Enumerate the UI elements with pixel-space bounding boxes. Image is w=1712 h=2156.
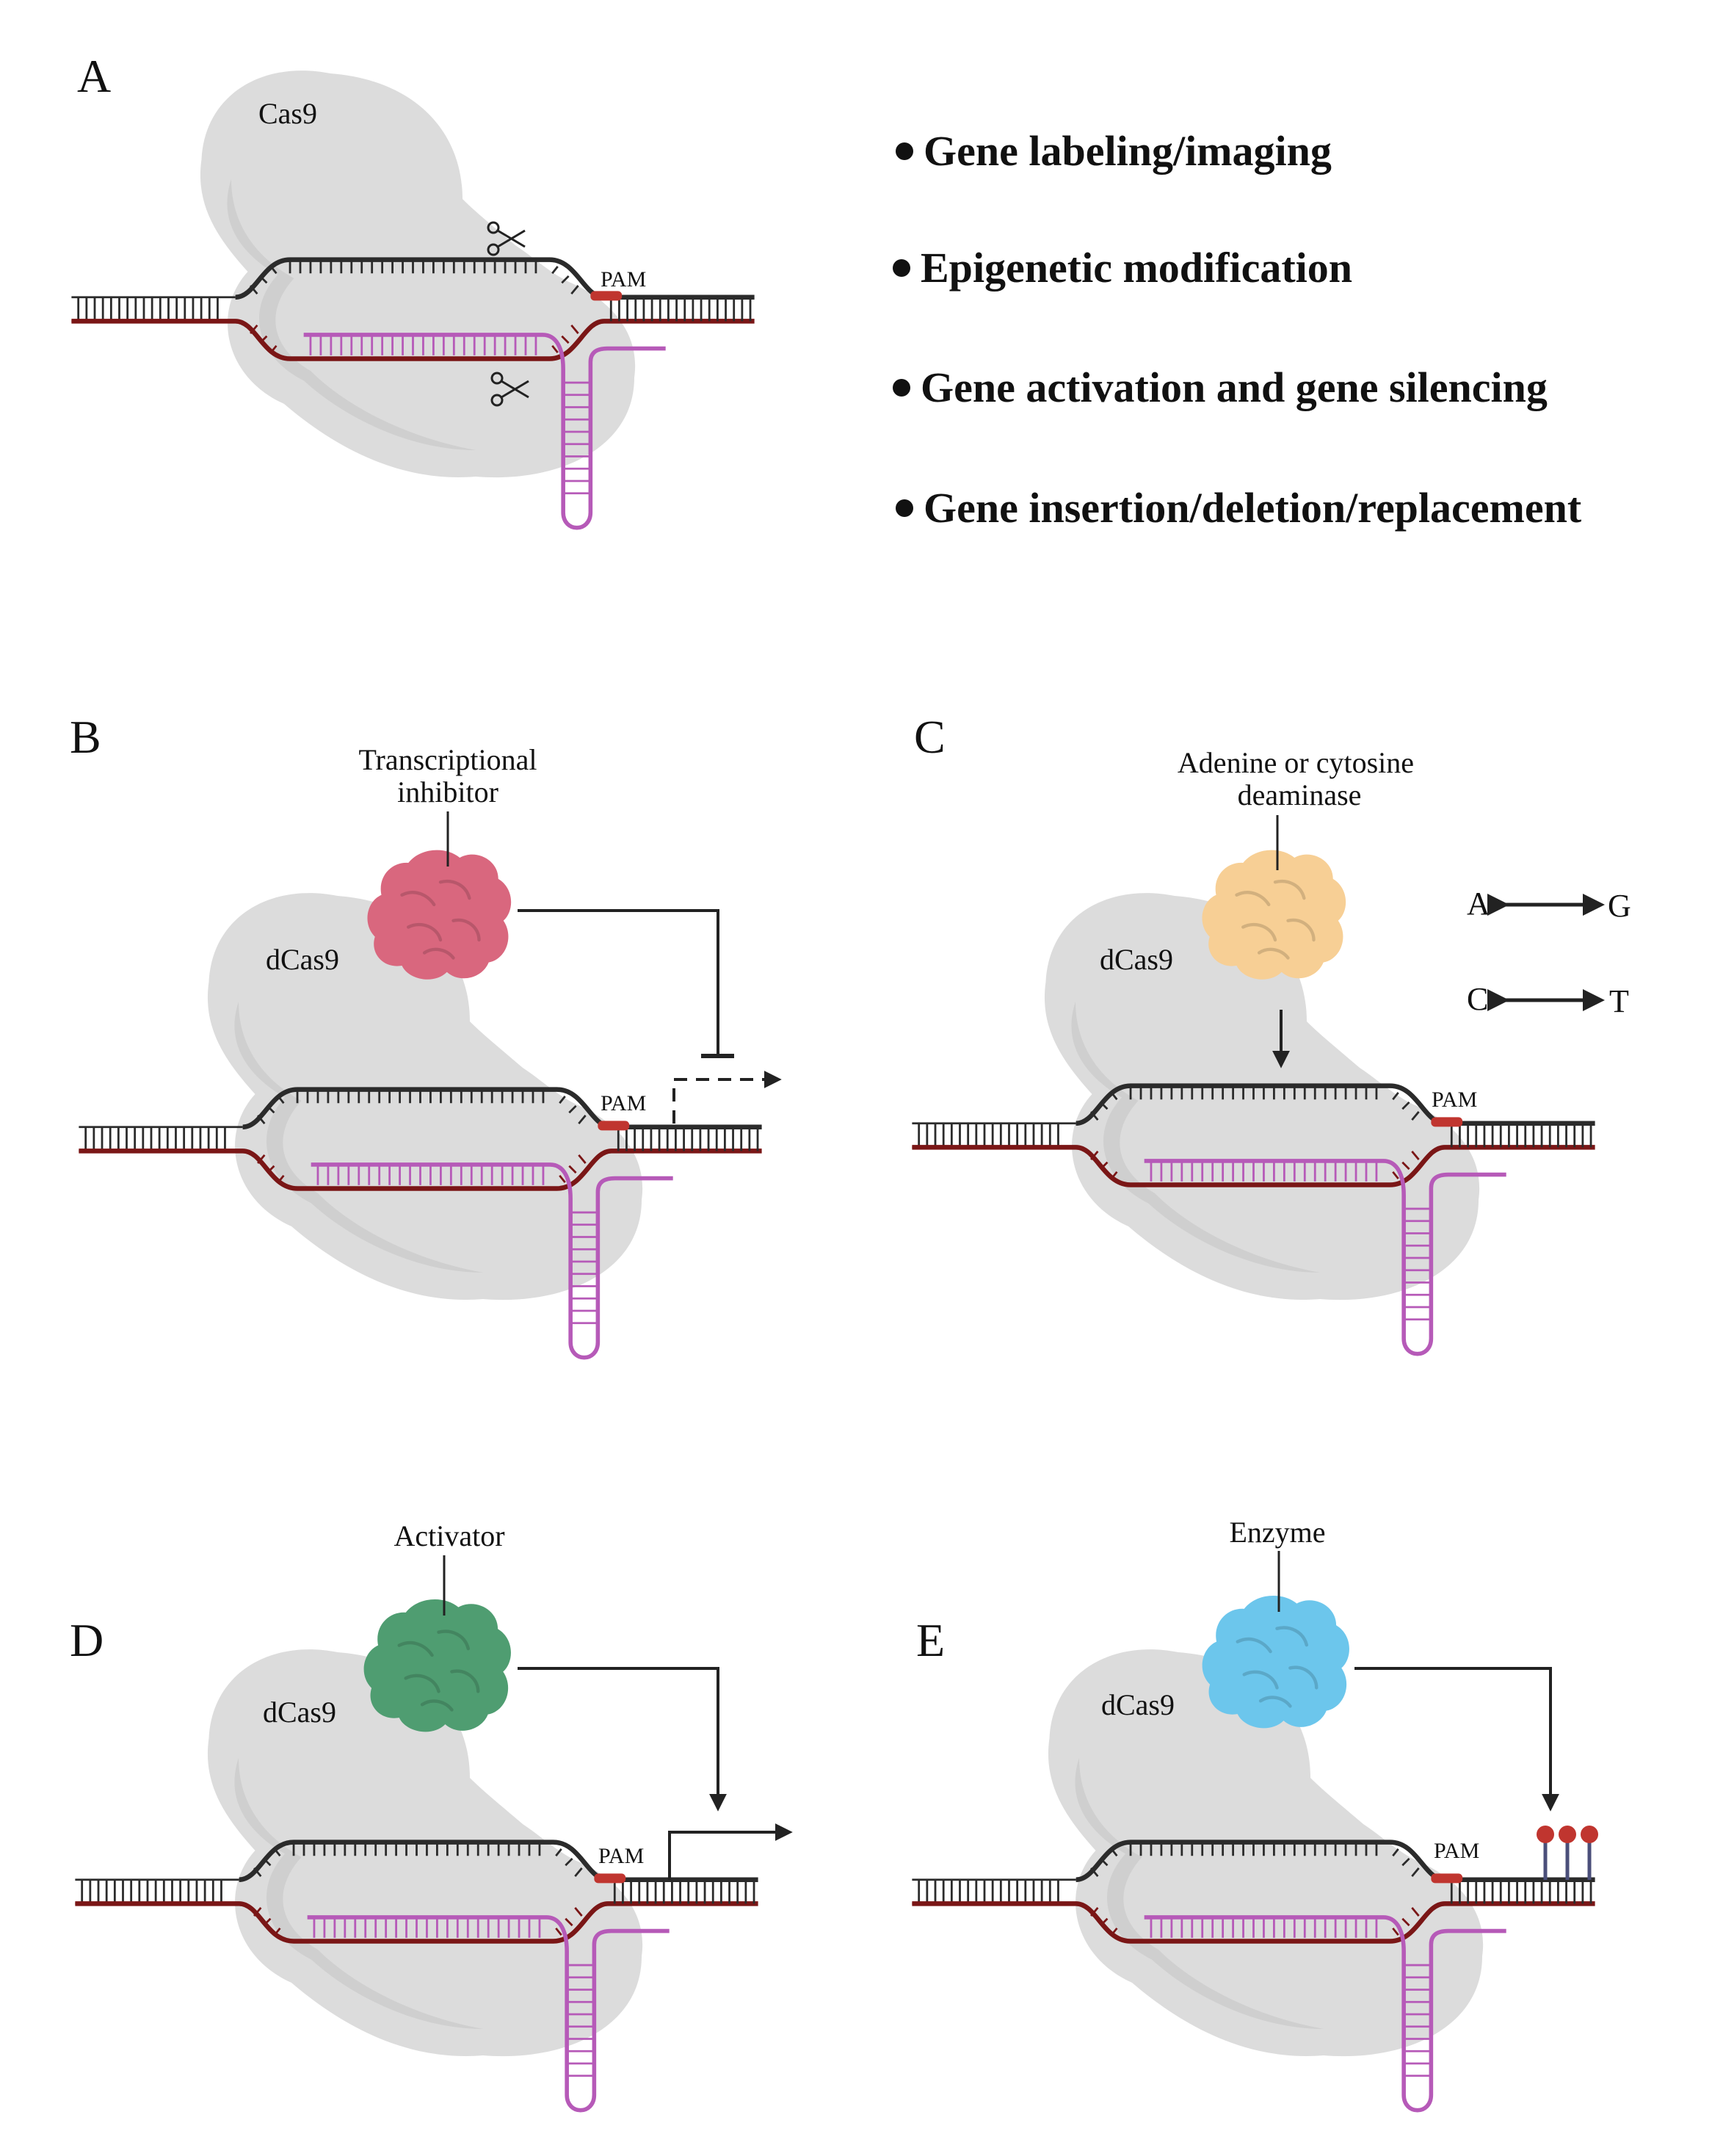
activation-signal-arrow bbox=[518, 1667, 727, 1812]
bullet-icon bbox=[893, 259, 910, 277]
panel-d: D Activator dCas9 PAM bbox=[70, 1519, 793, 2110]
methyl-mark-icon bbox=[1559, 1826, 1576, 1843]
effector-label-d: Activator bbox=[393, 1519, 504, 1552]
base-to-g: G bbox=[1608, 888, 1631, 924]
pam-label-e: PAM bbox=[1434, 1839, 1479, 1863]
transcriptional-inhibitor bbox=[367, 850, 511, 980]
effector-label-e: Enzyme bbox=[1229, 1516, 1325, 1549]
effector-label-b-line2: inhibitor bbox=[397, 775, 498, 808]
effector-label-c-line1: Adenine or cytosine bbox=[1178, 746, 1414, 779]
epigenetic-enzyme bbox=[1203, 1596, 1349, 1728]
bullet-icon bbox=[896, 142, 913, 160]
panel-a: A Cas9 PAM bbox=[71, 50, 754, 528]
methyl-mark-icon bbox=[1537, 1826, 1554, 1843]
effector-label-c-line2: deaminase bbox=[1238, 778, 1362, 811]
protein-label-c: dCas9 bbox=[1100, 943, 1173, 976]
base-to-t: T bbox=[1609, 983, 1629, 1019]
pam-label-d: PAM bbox=[598, 1844, 644, 1868]
panel-b: B Transcriptional inhibitor dCas9 PAM bbox=[70, 711, 782, 1358]
pam-label-c: PAM bbox=[1432, 1088, 1477, 1112]
panel-e: E Enzyme dCas9 PAM bbox=[912, 1516, 1598, 2110]
protein-label-a: Cas9 bbox=[258, 97, 317, 130]
panel-letter-c: C bbox=[914, 711, 946, 763]
application-item: Gene labeling/imaging bbox=[924, 127, 1332, 175]
application-item: Gene activation and gene silencing bbox=[921, 363, 1548, 411]
panel-c: C Adenine or cytosine deaminase dCas9 PA… bbox=[912, 711, 1631, 1354]
bullet-icon bbox=[893, 379, 910, 397]
panel-letter-e: E bbox=[916, 1614, 945, 1666]
transcriptional-activator bbox=[364, 1599, 511, 1732]
panel-letter-b: B bbox=[70, 711, 101, 763]
base-deaminase bbox=[1202, 850, 1346, 980]
methyl-mark-icon bbox=[1581, 1826, 1598, 1843]
bent-arrow bbox=[668, 1823, 793, 1880]
blocked-transcription-arrow bbox=[672, 1071, 782, 1124]
panel-letter-a: A bbox=[77, 50, 111, 102]
panel-letter-d: D bbox=[70, 1614, 104, 1666]
base-from-a: A bbox=[1467, 886, 1490, 922]
methyl-marks bbox=[1537, 1826, 1598, 1880]
protein-label-b: dCas9 bbox=[266, 943, 339, 976]
applications-list: Gene labeling/imaging Epigenetic modific… bbox=[893, 127, 1582, 532]
application-item: Epigenetic modification bbox=[921, 244, 1352, 292]
repression-line bbox=[518, 909, 719, 1054]
protein-label-e: dCas9 bbox=[1101, 1688, 1175, 1721]
base-from-c: C bbox=[1467, 981, 1488, 1017]
pam-label-b: PAM bbox=[601, 1091, 646, 1115]
effector-label-b-line1: Transcriptional bbox=[359, 743, 537, 776]
protein-label-d: dCas9 bbox=[263, 1696, 336, 1729]
bullet-icon bbox=[896, 499, 913, 517]
modification-signal-arrow bbox=[1354, 1667, 1559, 1812]
application-item: Gene insertion/deletion/replacement bbox=[924, 484, 1582, 532]
pam-label-a: PAM bbox=[601, 267, 646, 292]
